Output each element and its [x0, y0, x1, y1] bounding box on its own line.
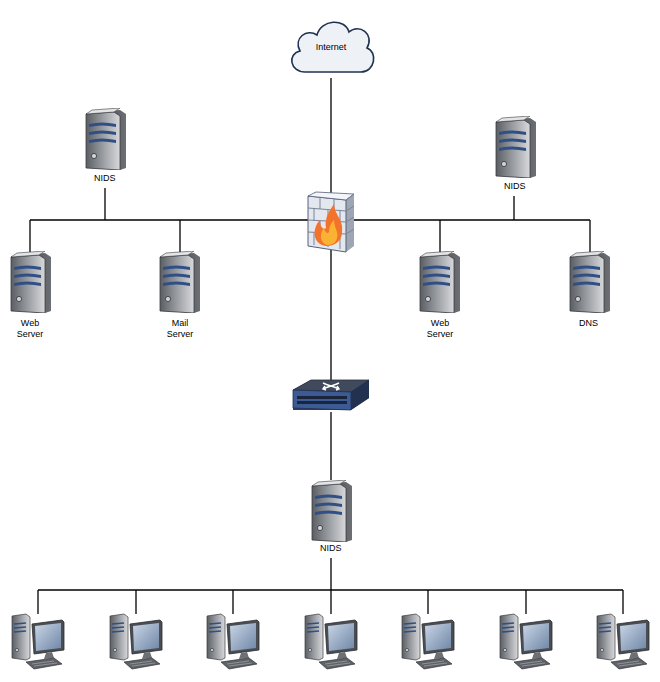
node-label: NIDS — [504, 181, 526, 192]
network-drop — [330, 590, 331, 614]
workstation-icon — [305, 614, 357, 669]
network-drop — [37, 590, 38, 614]
workstation-icon — [402, 614, 454, 669]
network-drop — [525, 590, 526, 614]
workstation-icon — [207, 614, 259, 669]
node-label: NIDS — [320, 543, 342, 554]
workstation-icon — [500, 614, 552, 669]
workstation-icon — [597, 614, 649, 669]
server-node: NIDS — [94, 173, 116, 184]
network-drop — [232, 590, 233, 614]
node-label: Internet — [285, 42, 377, 53]
network-drop — [622, 590, 623, 614]
server-node: DNS — [579, 318, 598, 329]
network-drop — [135, 590, 136, 614]
server-node: Web Server — [420, 318, 460, 340]
node-label: NIDS — [94, 173, 116, 184]
server-node: NIDS — [320, 543, 342, 554]
node-label: DNS — [579, 318, 598, 329]
node-label: Mail Server — [160, 318, 200, 340]
workstation-icon — [110, 614, 162, 669]
server-node: NIDS — [504, 181, 526, 192]
server-node: Web Server — [10, 318, 50, 340]
node-label: Web Server — [420, 318, 460, 340]
server-node: Mail Server — [160, 318, 200, 340]
network-drop — [427, 590, 428, 614]
cloud-node: Internet — [285, 14, 377, 78]
node-label: Web Server — [10, 318, 50, 340]
workstation-icon — [12, 614, 64, 669]
